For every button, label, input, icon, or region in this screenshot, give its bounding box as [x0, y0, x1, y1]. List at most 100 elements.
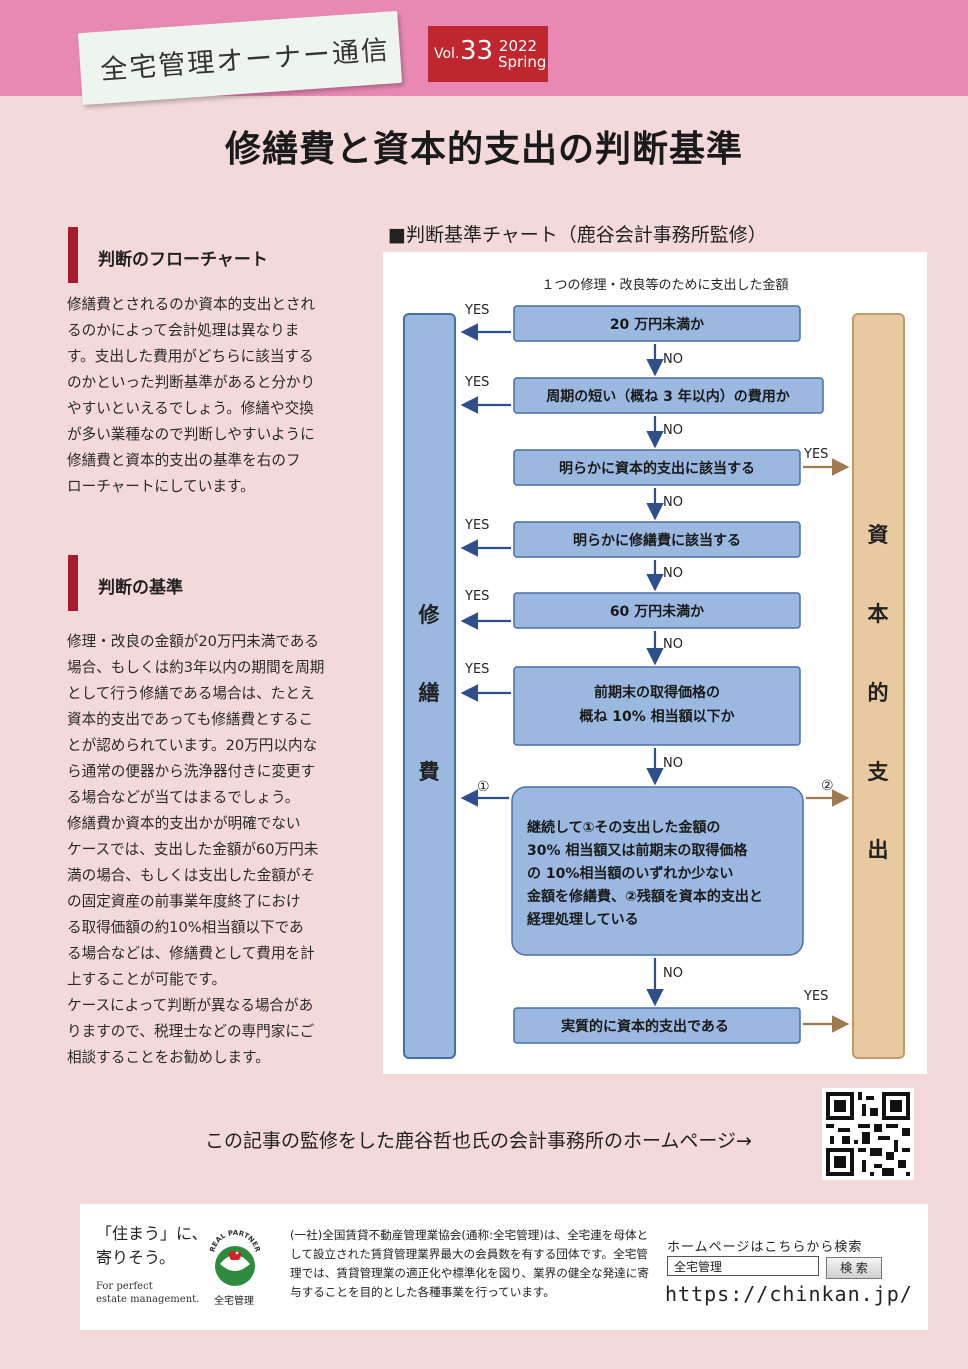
step-box-5: [513, 592, 801, 629]
section-accent-bar: [68, 555, 78, 611]
step-box-1: [513, 305, 801, 342]
yes-label: YES: [464, 662, 489, 677]
page-title: 修繕費と資本的支出の判断基準: [224, 129, 743, 170]
step-text-7: 継続して①その支出した金額の: [527, 819, 720, 836]
right-column-char: 出: [868, 838, 889, 862]
body-line: やすいといえるでしょう。修繕や交換: [67, 400, 314, 417]
section-body-flowchart: 修繕費とされるのか資本的支出とされるのかによって会計処理は異なります。支出した費…: [67, 292, 327, 500]
qr-code-icon: [822, 1088, 914, 1180]
body-line: の固定資産の前事業年度終了におけ: [67, 893, 301, 910]
right-column-char: 的: [868, 681, 889, 705]
body-line: が多い業種なので判断しやすいように: [67, 426, 315, 443]
issue-year: 2022: [498, 37, 538, 55]
left-column-char: 繕: [419, 681, 440, 705]
step-text-3: 明らかに資本的支出に該当する: [559, 460, 755, 477]
body-line: りますので、税理士などの専門家にご: [67, 1023, 315, 1040]
yes-label: YES: [464, 303, 489, 318]
slogan: 「住まう」に、 寄りそう。: [96, 1222, 208, 1270]
body-line: 修繕費とされるのか資本的支出とされ: [67, 296, 316, 313]
section-accent-bar: [68, 227, 78, 283]
yes-label: YES: [464, 518, 489, 533]
chart-label: ■判断基準チャート（鹿谷会計事務所監修）: [388, 224, 767, 246]
step-box-2: [513, 377, 824, 414]
body-line: ケースによって判断が異なる場合があ: [67, 997, 314, 1014]
yes-label: YES: [803, 989, 828, 1004]
search-input[interactable]: 全宅管理: [667, 1256, 819, 1276]
circle-2-label: ②: [821, 778, 834, 794]
volume-year: 2022 Spring: [498, 37, 547, 71]
step-text-6: 概ね 10% 相当額以下か: [579, 708, 734, 725]
left-column-char: 費: [419, 760, 440, 784]
no-label: NO: [663, 352, 683, 367]
slogan-english-line: estate management.: [96, 1294, 200, 1305]
no-label: NO: [663, 566, 683, 581]
body-line: 修繕費と資本的支出の基準を右のフ: [67, 452, 301, 469]
chart-top-text: １つの修理・改良等のために支出した金額: [541, 277, 788, 293]
no-label: NO: [663, 756, 683, 771]
step-text-2: 周期の短い（概ね 3 年以内）の費用か: [546, 388, 790, 405]
slogan-line: 「住まう」に、: [96, 1224, 208, 1243]
body-line: 場合、もしくは約3年以内の期間を周期: [67, 659, 325, 676]
body-line: るのかによって会計処理は異なりま: [67, 322, 300, 339]
qr-code[interactable]: [822, 1088, 914, 1180]
step-box-8: [513, 1007, 801, 1044]
body-line: る場合などは、修繕費として費用を計: [67, 945, 315, 962]
body-line: 修繕費か資本的支出かが明確でない: [67, 815, 301, 832]
issue-season: Spring: [498, 53, 547, 71]
body-line: る場合などが当てはまるでしょう。: [67, 789, 300, 806]
step-text-5: 60 万円未満か: [610, 603, 704, 620]
step-text-1: 20 万円未満か: [610, 316, 704, 333]
no-label: NO: [663, 966, 683, 981]
body-line: す。支出した費用がどちらに該当する: [67, 348, 314, 365]
body-line: る取得価額の約10%相当額以下であ: [67, 919, 304, 936]
supervisor-link-text: この記事の監修をした鹿谷哲也氏の会計事務所のホームページ→: [205, 1130, 752, 1152]
right-column-char: 本: [868, 602, 889, 626]
step-box-6: [513, 666, 801, 746]
body-line: のかといった判断基準があると分かり: [67, 374, 316, 391]
volume-badge: [428, 26, 548, 82]
section-heading-flowchart: 判断のフローチャート: [98, 250, 268, 270]
no-label: NO: [663, 423, 683, 438]
body-line: 相談することをお勧めします。: [67, 1049, 270, 1066]
no-label: NO: [663, 495, 683, 510]
search-button[interactable]: 検 索: [826, 1257, 882, 1279]
yes-label: YES: [464, 589, 489, 604]
flowchart: １つの修理・改良等のために支出した金額 修 繕 費 資 本 的 支 出 20 万…: [403, 277, 905, 1059]
yes-label: YES: [803, 447, 828, 462]
step-text-7: 金額を修繕費、②残額を資本的支出と: [526, 888, 763, 905]
step-text-4: 明らかに修繕費に該当する: [573, 532, 741, 549]
step-box-3: [513, 449, 801, 486]
body-line: ケースでは、支出した金額が60万円未: [67, 841, 319, 858]
slogan-line: 寄りそう。: [96, 1248, 176, 1267]
volume-number: 33: [460, 36, 494, 66]
capital-expenditure-column: [852, 313, 905, 1059]
repair-cost-column: [403, 313, 456, 1059]
yes-left-arrows: [460, 323, 511, 807]
body-line: 上することが可能です。: [67, 971, 227, 988]
body-line: ら通常の便器から洗浄器付きに変更す: [67, 763, 316, 780]
section-heading-criteria: 判断の基準: [98, 578, 183, 598]
circle-1-label: ①: [477, 779, 490, 795]
slogan-english: For perfect estate management.: [96, 1280, 199, 1306]
slogan-english-line: For perfect: [96, 1281, 153, 1292]
homepage-search-label: ホームページはこちらから検索: [667, 1240, 863, 1255]
body-line: 満の場合、もしくは支出した金額がそ: [67, 867, 316, 884]
step-box-4: [513, 521, 801, 558]
section-body-criteria: 修理・改良の金額が20万円未満である場合、もしくは約3年以内の期間を周期として行…: [67, 629, 327, 1071]
zentaku-logo-icon: REAL PARTNER: [208, 1229, 262, 1286]
step-text-7: 30% 相当額又は前期末の取得価格: [527, 842, 748, 859]
volume-label: Vol.: [434, 46, 460, 62]
body-line: 資本的支出であっても修繕費とするこ: [67, 711, 314, 728]
body-line: として行う修繕である場合は、たとえ: [67, 685, 315, 702]
step-text-7: の 10%相当額のいずれか少ない: [527, 865, 733, 882]
left-column-char: 修: [418, 603, 441, 627]
no-label: NO: [663, 637, 683, 652]
yes-label: YES: [464, 375, 489, 390]
logo-label: 全宅管理: [214, 1296, 254, 1307]
website-url[interactable]: https://chinkan.jp/: [665, 1282, 913, 1306]
association-description: (一社)全国賃貸不動産管理業協会(通称:全宅管理)は、全宅連を母体として設立され…: [290, 1228, 649, 1299]
body-line: とが認められています。20万円以内な: [67, 737, 318, 754]
step-text-6: 前期末の取得価格の: [594, 684, 720, 701]
yes-right-arrows: [803, 458, 850, 1033]
body-line: ローチャートにしています。: [67, 478, 255, 495]
